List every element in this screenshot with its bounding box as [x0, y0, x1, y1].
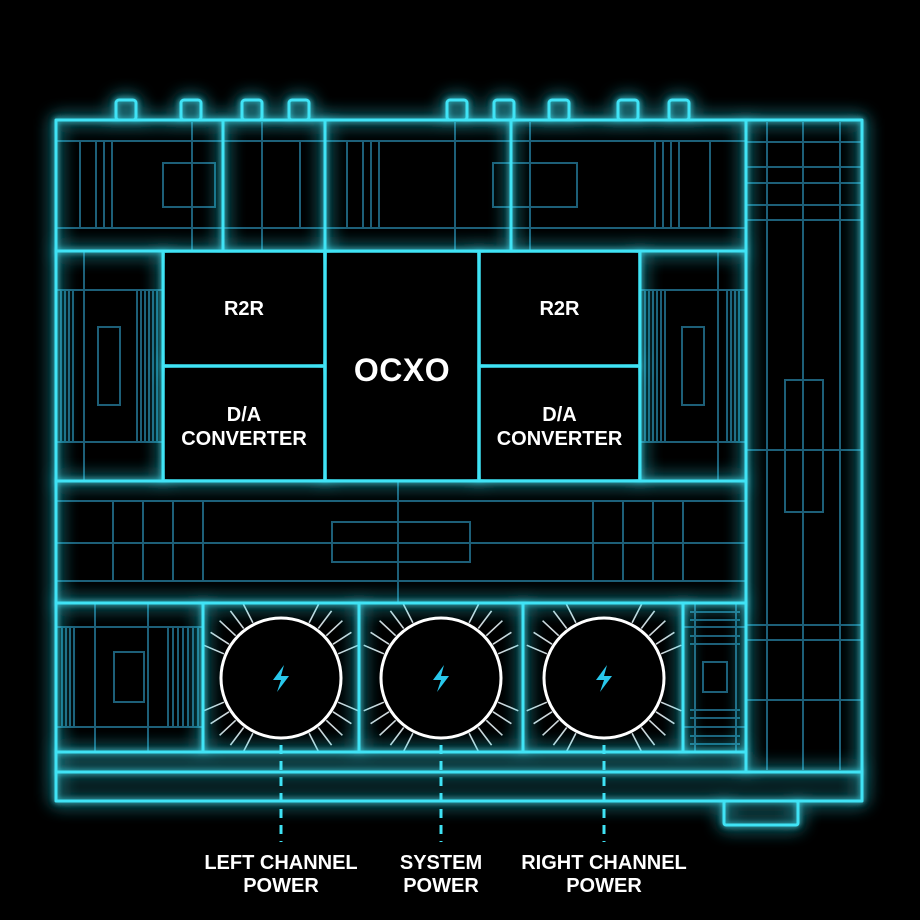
power-module-ray — [379, 620, 397, 637]
power-module-ray — [655, 631, 675, 645]
left-channel-power-caption: LEFT CHANNEL POWER — [181, 852, 381, 898]
dac-right-label-line2: CONVERTER — [496, 428, 623, 450]
dac-right-label: D/A CONVERTER — [481, 403, 638, 451]
system-caption-line2: POWER — [403, 875, 479, 897]
dac-left-block — [165, 368, 323, 479]
power-module-ray — [655, 711, 675, 725]
power-module-ray — [648, 620, 666, 637]
right-channel-caption-line2: POWER — [566, 875, 642, 897]
right-channel-power-module — [542, 616, 666, 740]
power-module-ray — [337, 644, 359, 655]
power-module-ray — [565, 732, 577, 754]
left-channel-caption-line1: LEFT CHANNEL — [204, 852, 358, 874]
power-module-ray — [370, 631, 390, 645]
left-channel-caption-line2: POWER — [243, 875, 319, 897]
power-module-ray — [660, 701, 682, 712]
dac-left-label-line2: CONVERTER — [181, 428, 307, 450]
power-module-ray — [325, 719, 343, 736]
power-module-ray — [526, 644, 548, 655]
dac-left-label-line1: D/A — [226, 404, 262, 426]
ocxo-block — [327, 253, 477, 479]
power-module-ray — [219, 719, 237, 736]
power-module-ray — [242, 732, 254, 754]
power-module-ray — [325, 620, 343, 637]
power-module-ray — [389, 727, 405, 746]
power-module-ray — [402, 602, 414, 624]
power-module-ray — [552, 610, 568, 629]
r2r-left-block — [165, 253, 323, 364]
power-module-ray — [389, 610, 405, 629]
lightning-bolt-icon — [273, 665, 289, 692]
r2r-left-label: R2R — [223, 298, 264, 320]
right-channel-caption-line1: RIGHT CHANNEL — [521, 852, 687, 874]
power-module-ray — [492, 711, 512, 725]
power-module-ray — [332, 631, 352, 645]
power-module-ray — [308, 732, 320, 754]
leader-lines — [279, 745, 606, 842]
power-module-ray — [242, 602, 254, 624]
power-module-ray — [533, 631, 553, 645]
power-module-rays — [203, 602, 682, 754]
system-power-caption: SYSTEM POWER — [371, 852, 511, 898]
left-channel-power-module — [219, 616, 343, 740]
power-module-ray — [640, 727, 656, 746]
power-module-ray — [533, 711, 553, 725]
lightning-bolt-icon — [433, 665, 449, 692]
power-module-ray — [497, 701, 519, 712]
power-module-ray — [363, 644, 385, 655]
power-module-ray — [337, 701, 359, 712]
power-module-ray — [229, 610, 245, 629]
power-module-ray — [542, 719, 560, 736]
power-modules — [219, 616, 666, 740]
block-fills — [165, 253, 638, 479]
power-module-ray — [526, 701, 548, 712]
power-module-ray — [210, 631, 230, 645]
power-module-ray — [203, 701, 225, 712]
ocxo-label: OCXO — [353, 352, 451, 388]
power-module-ray — [565, 602, 577, 624]
power-module-ray — [370, 711, 390, 725]
power-module-ray — [317, 727, 333, 746]
r2r-right-block — [481, 253, 638, 364]
power-module-ray — [631, 732, 643, 754]
power-module-ray — [379, 719, 397, 736]
power-module-ray — [477, 610, 493, 629]
primary-structure — [54, 98, 864, 827]
lightning-bolt-icon — [596, 665, 612, 692]
power-module-ray — [477, 727, 493, 746]
power-module-ray — [492, 631, 512, 645]
power-module-ray — [332, 711, 352, 725]
power-module-ray — [363, 701, 385, 712]
power-module-ray — [485, 719, 503, 736]
power-module-ray — [660, 644, 682, 655]
power-module-ray — [631, 602, 643, 624]
power-module-ray — [640, 610, 656, 629]
r2r-right-label: R2R — [539, 298, 580, 320]
power-module-ray — [542, 620, 560, 637]
power-module-ray — [468, 732, 480, 754]
power-module-ray — [203, 644, 225, 655]
power-module-ray — [210, 711, 230, 725]
dac-right-label-line1: D/A — [542, 404, 577, 426]
power-module-ray — [497, 644, 519, 655]
system-power-module — [379, 616, 503, 740]
power-module-ray — [229, 727, 245, 746]
dac-left-label: D/A CONVERTER — [165, 403, 323, 451]
right-channel-power-caption: RIGHT CHANNEL POWER — [494, 852, 714, 898]
power-module-ray — [552, 727, 568, 746]
power-module-ray — [308, 602, 320, 624]
power-module-ray — [402, 732, 414, 754]
power-module-ray — [317, 610, 333, 629]
power-module-ray — [648, 719, 666, 736]
power-module-ray — [468, 602, 480, 624]
system-caption-line1: SYSTEM — [399, 852, 483, 874]
power-module-ray — [219, 620, 237, 637]
dac-right-block — [481, 368, 638, 479]
internal-detail-lines — [57, 122, 861, 770]
power-module-ray — [485, 620, 503, 637]
